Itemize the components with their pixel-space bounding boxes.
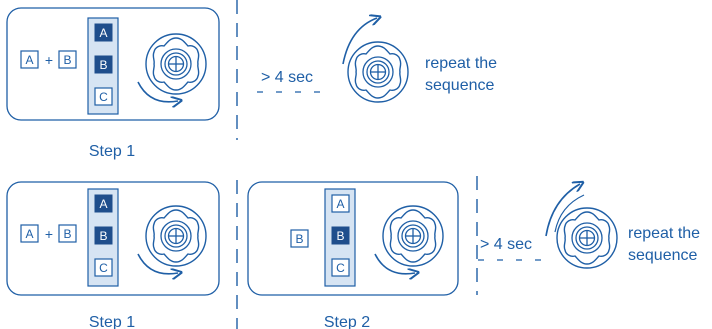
rotation-arrow-icon bbox=[137, 81, 178, 102]
column-key-a-label: A bbox=[99, 197, 107, 211]
rotary-knob-icon bbox=[556, 207, 618, 269]
key-a-label: A bbox=[25, 227, 33, 241]
column-key-c-label: C bbox=[99, 261, 108, 275]
column-key-a-label: A bbox=[336, 197, 344, 211]
column-key-c: C bbox=[94, 258, 113, 277]
rotation-arrow-icon bbox=[137, 253, 178, 274]
column-key-b: B bbox=[331, 226, 350, 245]
column-key-b-label: B bbox=[99, 229, 107, 243]
rotation-arrow-icon bbox=[342, 18, 377, 65]
rotation-arrow-icon bbox=[374, 253, 415, 274]
step1-panel bbox=[6, 181, 220, 296]
step1-label: Step 1 bbox=[89, 143, 135, 160]
plus-sign: + bbox=[45, 52, 53, 68]
key-b-button: B bbox=[290, 229, 309, 248]
step1-label: Step 1 bbox=[89, 314, 135, 329]
rotation-arrow-icon bbox=[545, 184, 580, 237]
key-b-button: B bbox=[58, 224, 77, 243]
step2-panel bbox=[247, 181, 459, 296]
rotary-knob-icon bbox=[347, 41, 409, 103]
step1-panel bbox=[6, 7, 220, 121]
rotary-knob-icon bbox=[145, 33, 207, 95]
rotation-arrow-icon bbox=[554, 194, 585, 233]
repeat-text-line1: repeat the bbox=[425, 55, 497, 72]
rotary-knob-icon bbox=[145, 205, 207, 267]
column-key-c-label: C bbox=[99, 90, 108, 104]
key-a-button: A bbox=[20, 50, 39, 69]
column-key-b: B bbox=[94, 226, 113, 245]
column-key-a: A bbox=[94, 194, 113, 213]
column-key-c: C bbox=[94, 87, 113, 106]
column-key-c: C bbox=[331, 258, 350, 277]
column-key-b: B bbox=[94, 55, 113, 74]
repeat-text-line2: sequence bbox=[628, 247, 697, 264]
column-key-c-label: C bbox=[336, 261, 345, 275]
repeat-text-line2: sequence bbox=[425, 77, 494, 94]
timing-label: > 4 sec bbox=[480, 236, 532, 253]
column-key-b-label: B bbox=[336, 229, 344, 243]
rotary-knob-icon bbox=[382, 205, 444, 267]
key-b-button: B bbox=[58, 50, 77, 69]
key-b-label: B bbox=[295, 232, 303, 246]
repeat-text-line1: repeat the bbox=[628, 225, 700, 242]
key-a-label: A bbox=[25, 53, 33, 67]
key-b-label: B bbox=[63, 53, 71, 67]
column-key-a-label: A bbox=[99, 26, 107, 40]
key-a-button: A bbox=[20, 224, 39, 243]
plus-sign: + bbox=[45, 226, 53, 242]
column-key-a: A bbox=[94, 23, 113, 42]
column-key-a: A bbox=[331, 194, 350, 213]
timing-label: > 4 sec bbox=[261, 69, 313, 86]
column-key-b-label: B bbox=[99, 58, 107, 72]
key-b-label: B bbox=[63, 227, 71, 241]
step2-label: Step 2 bbox=[324, 314, 370, 329]
